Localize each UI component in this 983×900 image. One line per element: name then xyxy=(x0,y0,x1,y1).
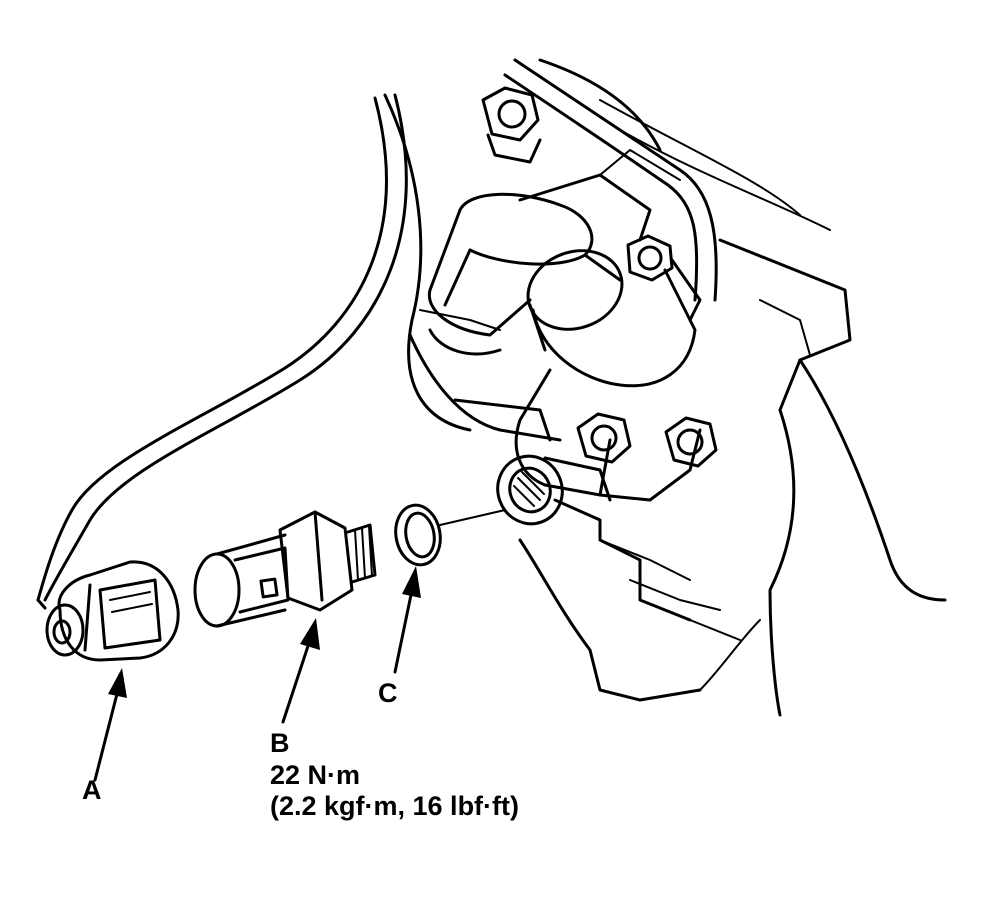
pressure-switch-b xyxy=(193,510,377,628)
callout-label-b: B xyxy=(270,728,290,758)
callout-arrow-c xyxy=(393,566,421,674)
callout-arrow-a xyxy=(93,668,127,782)
torque-spec: 22 N·m (2.2 kgf·m, 16 lbf·ft) xyxy=(270,760,519,822)
connector-a xyxy=(45,560,180,662)
callout-label-a: A xyxy=(82,775,102,805)
washer-c xyxy=(394,503,506,567)
transmission-housing xyxy=(383,58,947,717)
callout-label-c: C xyxy=(378,678,398,708)
solenoid-valve xyxy=(496,234,718,526)
callout-arrow-b xyxy=(281,618,320,724)
torque-value: 22 N·m xyxy=(270,760,361,790)
torque-alt-units: (2.2 kgf·m, 16 lbf·ft) xyxy=(270,791,520,821)
sensor-wire-harness xyxy=(36,93,408,610)
